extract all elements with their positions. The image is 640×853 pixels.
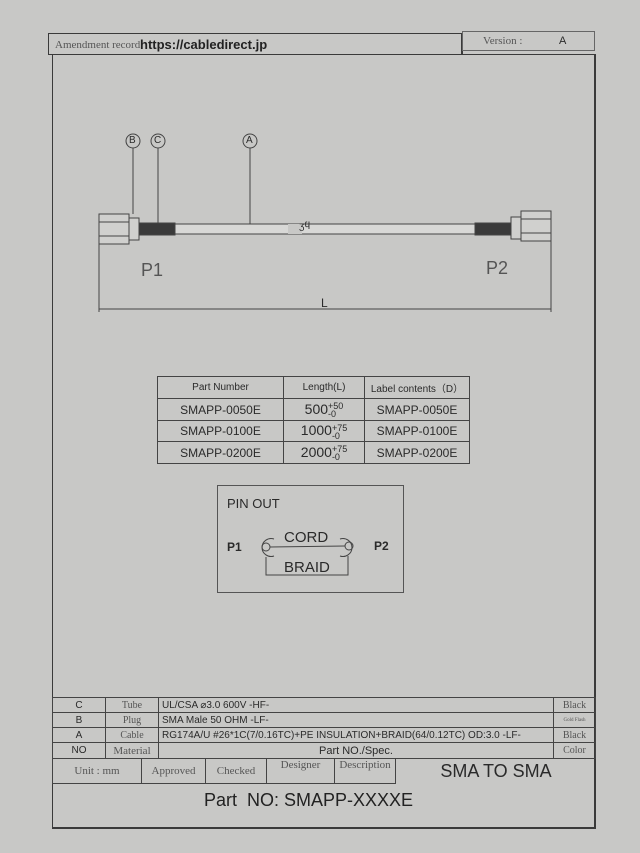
p1-tube (138, 222, 176, 236)
cable-body (174, 223, 476, 235)
pinout-p2: P2 (374, 539, 389, 553)
drawing-title: SMA TO SMA (395, 758, 596, 784)
bom-spec: SMA Male 50 OHM -LF- (158, 712, 554, 728)
amendment-label: Amendment record: (55, 39, 144, 51)
version-label: Version : (483, 35, 523, 47)
bom-header-spec: Part NO./Spec. (158, 742, 554, 759)
bom-header-no: NO (52, 742, 106, 759)
callout-c: C (154, 135, 162, 146)
bom-no: A (52, 727, 106, 743)
bom-header-material: Material (105, 742, 159, 759)
drawing-frame (52, 54, 596, 829)
checked-cell: Checked (205, 758, 267, 784)
description-cell: Description (334, 758, 396, 784)
approved-cell: Approved (141, 758, 206, 784)
label-contents: SMAPP-0050E (364, 398, 470, 421)
cut-mark: ʒϥ (299, 221, 311, 232)
bom-no: C (52, 697, 106, 713)
length: 500+50-0 (283, 398, 365, 421)
p1-connector (98, 213, 130, 245)
label-contents: SMAPP-0100E (364, 420, 470, 442)
pinout-title: PIN OUT (227, 496, 280, 511)
unit-label: Unit : mm (52, 758, 142, 784)
pinout-diagram (261, 538, 354, 576)
bom-material: Plug (105, 712, 159, 728)
pinout-p1: P1 (227, 540, 242, 554)
col-length: Length(L) (283, 376, 365, 399)
bom-header-color: Color (553, 742, 596, 759)
part-number: SMAPP-0050E (157, 398, 284, 421)
bom-spec: RG174A/U #26*1C(7/0.16TC)+PE INSULATION+… (158, 727, 554, 743)
pinout-box: PIN OUT P1 P2 CORD BRAID (217, 485, 404, 593)
bom-color: Black (553, 727, 596, 743)
title-block: Unit : mm Approved Checked Designer Desc… (52, 758, 596, 784)
length: 2000+75-0 (283, 441, 365, 464)
bom-color: Gold Flash (553, 712, 596, 728)
bom-material: Cable (105, 727, 159, 743)
bom-spec: UL/CSA ⌀3.0 600V -HF- (158, 697, 554, 713)
designer-cell: Designer (266, 758, 335, 784)
amendment-url: https://cabledirect.jp (140, 37, 268, 52)
bom-color: Black (553, 697, 596, 713)
version-box: Version : A (462, 31, 595, 51)
bom-no: B (52, 712, 106, 728)
length: 1000+75-0 (283, 420, 365, 442)
p2-connector (520, 210, 552, 242)
part-number: SMAPP-0100E (157, 420, 284, 442)
p1-label: P1 (141, 260, 164, 280)
pinout-cord: CORD (284, 529, 329, 546)
pinout-braid: BRAID (284, 559, 330, 576)
label-contents: SMAPP-0200E (364, 441, 470, 464)
callout-a: A (246, 135, 253, 146)
part-number: SMAPP-0200E (157, 441, 284, 464)
cable-drawing (98, 133, 552, 312)
version-value: A (559, 35, 567, 47)
col-part-number: Part Number (157, 376, 284, 399)
p2-label: P2 (486, 258, 509, 278)
part-number-title: Part NO: SMAPP-XXXXE (204, 790, 414, 810)
length-label: L (321, 296, 328, 310)
bom-material: Tube (105, 697, 159, 713)
col-label: Label contents（D） (364, 376, 470, 399)
callout-b: B (129, 135, 136, 146)
